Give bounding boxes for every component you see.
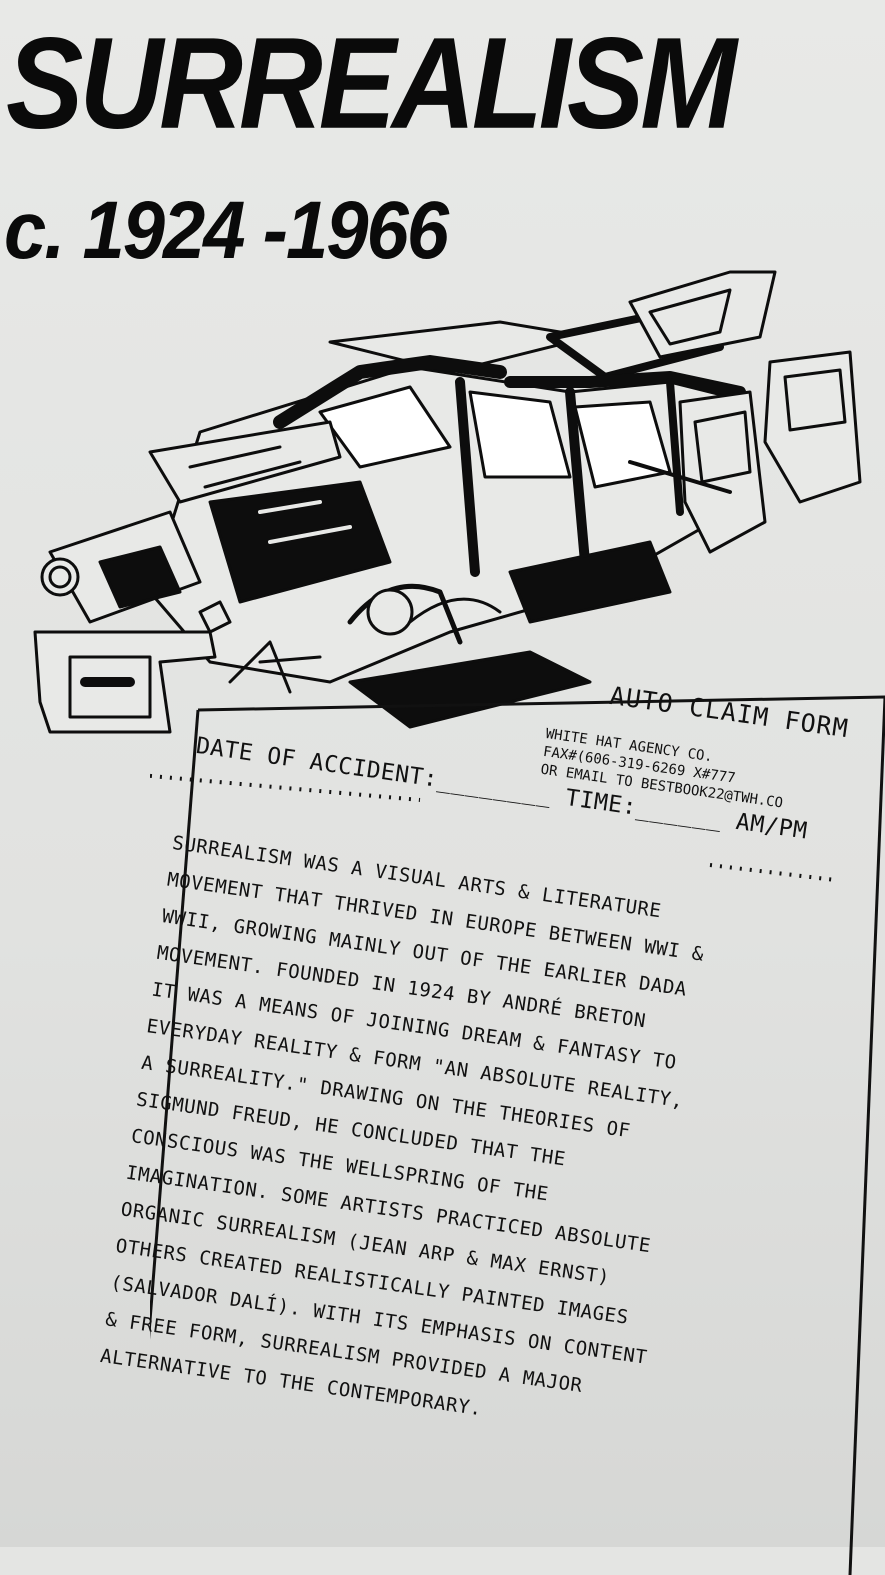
- poster-dates: c. 1924 -1966: [4, 184, 449, 277]
- exploded-car-illustration: [33, 270, 862, 734]
- form-border: [150, 695, 885, 1575]
- auto-claim-form: AUTO CLAIM FORM WHITE HAT AGENCY CO. FAX…: [99, 675, 885, 1575]
- poster-title: SURREALISM: [6, 10, 737, 156]
- surrealism-description: SURREALISM WAS A VISUAL ARTS & LITERATUR…: [98, 825, 829, 1466]
